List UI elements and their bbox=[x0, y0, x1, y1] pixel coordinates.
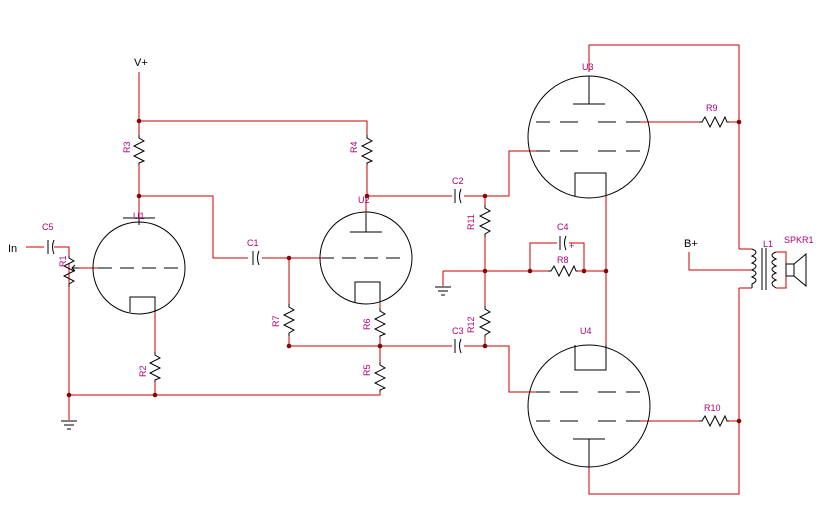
tube-u3 bbox=[527, 75, 651, 199]
junction-dot bbox=[736, 418, 742, 424]
r7-label: R7 bbox=[271, 315, 281, 327]
c3-to-u4-grid-wire bbox=[464, 345, 536, 393]
c2-to-u3-grid-wire bbox=[464, 150, 536, 197]
capacitor-c5 bbox=[47, 239, 55, 255]
bias-node-wire bbox=[288, 336, 452, 347]
output-transformer-l1 bbox=[750, 248, 778, 290]
u1-label: U1 bbox=[133, 211, 145, 221]
bplus-label: B+ bbox=[684, 238, 698, 250]
r11-label: R11 bbox=[466, 214, 476, 230]
vplus-label: V+ bbox=[134, 57, 148, 69]
c2-label: C2 bbox=[452, 176, 464, 186]
junction-dot bbox=[364, 193, 370, 199]
tube-u2 bbox=[319, 211, 413, 305]
u2-label: U2 bbox=[358, 195, 370, 205]
capacitors bbox=[47, 188, 567, 354]
c4-label: C4 bbox=[557, 222, 569, 232]
tube-u4 bbox=[527, 344, 651, 468]
wires bbox=[26, 44, 787, 495]
c1-label: C1 bbox=[247, 238, 259, 248]
spkr1-label: SPKR1 bbox=[784, 235, 814, 245]
u4-plate-wire bbox=[588, 288, 740, 495]
u1-cathode bbox=[129, 296, 156, 312]
resistor-r4 bbox=[360, 135, 374, 165]
junction-dot bbox=[136, 193, 142, 199]
junction-dot bbox=[603, 268, 609, 274]
u2-plate-to-c2-wire bbox=[366, 165, 452, 197]
labels: In V+ B+ C5 C1 C2 C3 C4 + R8 R9 R10 R1 R… bbox=[8, 57, 814, 413]
ground-to-c4-wire bbox=[443, 242, 557, 272]
junction-dot bbox=[482, 343, 488, 349]
resistor-r6 bbox=[373, 308, 387, 338]
ground-bus-bottom bbox=[69, 392, 381, 396]
c5-label: C5 bbox=[42, 222, 54, 232]
junction-dot bbox=[152, 392, 158, 398]
secondary-top-wire bbox=[776, 251, 787, 264]
c5-to-r1-wire bbox=[54, 246, 70, 256]
vplus-rail-wire bbox=[138, 72, 368, 135]
potentiometer-wiper bbox=[71, 264, 79, 272]
r1-label: R1 bbox=[58, 255, 68, 267]
capacitor-c3 bbox=[454, 338, 462, 354]
resistor-r12 bbox=[478, 306, 492, 337]
l1-label: L1 bbox=[763, 239, 773, 249]
junction-dot bbox=[66, 392, 72, 398]
r3-label: R3 bbox=[122, 141, 132, 153]
c4-right-wire bbox=[569, 242, 585, 271]
junction-dot bbox=[136, 118, 142, 124]
r5-label: R5 bbox=[362, 364, 372, 376]
resistor-r8 bbox=[548, 264, 578, 278]
speaker-cone bbox=[793, 252, 807, 288]
junction-dot bbox=[286, 255, 292, 261]
r6-label: R6 bbox=[362, 318, 372, 330]
ground-symbol-left bbox=[61, 420, 77, 430]
resistor-r5 bbox=[373, 362, 387, 392]
ground-symbol-center bbox=[435, 286, 451, 296]
resistor-r2 bbox=[148, 352, 162, 382]
c3-label: C3 bbox=[452, 326, 464, 336]
capacitor-c4 bbox=[559, 235, 567, 251]
secondary-bottom-wire bbox=[776, 276, 787, 289]
junction-dot bbox=[286, 343, 292, 349]
resistor-r9 bbox=[699, 115, 729, 129]
input-label: In bbox=[8, 243, 17, 255]
transformer-secondary bbox=[771, 251, 778, 289]
resistor-r7 bbox=[282, 304, 296, 336]
resistor-r11 bbox=[478, 205, 492, 237]
r10-label: R10 bbox=[704, 403, 721, 413]
c4-polarity-label: + bbox=[569, 241, 574, 251]
junction-dot bbox=[736, 119, 742, 125]
potentiometer-r1 bbox=[62, 256, 76, 287]
tube-u1 bbox=[92, 217, 186, 315]
r2-label: R2 bbox=[138, 365, 148, 377]
resistor-r3 bbox=[132, 135, 146, 165]
u2-cathode bbox=[354, 281, 381, 302]
u3-label: U3 bbox=[582, 62, 594, 72]
u4-cathode bbox=[574, 345, 607, 371]
resistors bbox=[62, 115, 729, 428]
u4-label: U4 bbox=[580, 326, 592, 336]
junction-dot bbox=[377, 343, 383, 349]
bplus-wire bbox=[688, 252, 752, 271]
speaker-spkr1 bbox=[785, 252, 807, 288]
u3-cathode bbox=[574, 172, 607, 196]
junction-dot bbox=[581, 268, 587, 274]
r12-label: R12 bbox=[466, 316, 476, 333]
junction-dot bbox=[482, 268, 488, 274]
r9-label: R9 bbox=[706, 103, 718, 113]
r8-label: R8 bbox=[557, 255, 569, 265]
r4-label: R4 bbox=[349, 141, 359, 153]
u3-plate-wire bbox=[588, 44, 740, 249]
capacitor-c1 bbox=[252, 250, 260, 266]
capacitor-c2 bbox=[454, 188, 462, 204]
resistor-r10 bbox=[699, 414, 729, 428]
junction-dot bbox=[527, 268, 533, 274]
transformer-primary bbox=[750, 248, 757, 288]
junctions bbox=[66, 118, 742, 424]
junction-dot bbox=[482, 193, 488, 199]
u1-plate-to-c1-wire bbox=[139, 195, 248, 259]
